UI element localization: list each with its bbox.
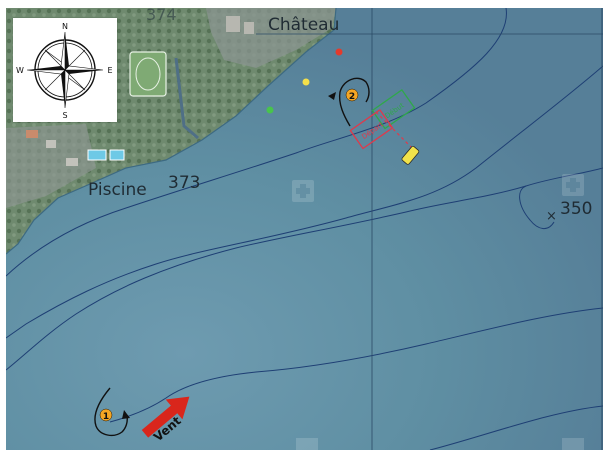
turn-arrowhead-1 — [122, 410, 130, 419]
compass-east-label: E — [107, 66, 112, 75]
wind-arrow — [141, 396, 190, 438]
compass-north-label: N — [62, 22, 68, 31]
marker-1-label: 1 — [103, 412, 109, 422]
contour-line — [6, 8, 507, 277]
compass-west-label: W — [16, 66, 24, 75]
turn-arrowhead-2 — [328, 92, 336, 100]
contour-line — [109, 307, 603, 423]
compass-icon: N S E W — [16, 22, 112, 120]
urban-area — [6, 124, 96, 208]
map-view[interactable]: 374 Château Piscine 373 350 × 2 Début Dé… — [6, 8, 603, 450]
contour-line — [429, 405, 603, 450]
elevation-label-374: 374 — [146, 8, 177, 24]
plus-tile-icon — [562, 438, 584, 450]
marker-2-badge[interactable] — [345, 88, 359, 102]
shoreline — [6, 8, 337, 255]
contour-line — [519, 167, 603, 229]
turn-arrow-1 — [94, 387, 128, 437]
topographic-map[interactable]: 374 Château Piscine 373 350 × 2 Début Dé… — [6, 8, 603, 450]
sports-field — [129, 51, 167, 97]
elevation-label-350: 350 — [560, 199, 592, 219]
start-line — [375, 111, 413, 149]
building — [26, 130, 38, 138]
place-label-piscine: Piscine — [88, 180, 147, 200]
plus-tile-icon — [296, 438, 318, 450]
buoy-yellow[interactable] — [302, 78, 310, 86]
buoy-green[interactable] — [266, 106, 274, 114]
contour-line — [6, 65, 603, 339]
marker-1-badge[interactable] — [99, 408, 113, 422]
plus-tile-icon — [562, 174, 584, 196]
marker-2-label: 2 — [349, 92, 355, 102]
swimming-pool — [109, 149, 125, 161]
buoy-red[interactable] — [335, 48, 343, 56]
plus-tile-icon — [292, 180, 314, 202]
committee-boat[interactable] — [401, 145, 420, 166]
place-label-chateau: Château — [268, 15, 339, 35]
harbour-jetty — [174, 57, 199, 140]
compass-south-label: S — [62, 111, 67, 120]
building — [244, 22, 254, 34]
contour-line — [6, 185, 527, 371]
elevation-label-373: 373 — [168, 173, 200, 193]
turn-arrow-2 — [338, 77, 370, 127]
sports-field-track — [135, 57, 161, 91]
swimming-pool — [87, 149, 107, 161]
compass-rose: N S E W — [13, 18, 117, 122]
depth-point-cross: × — [546, 209, 557, 224]
building — [226, 16, 240, 32]
building — [66, 158, 78, 166]
building — [46, 140, 56, 148]
